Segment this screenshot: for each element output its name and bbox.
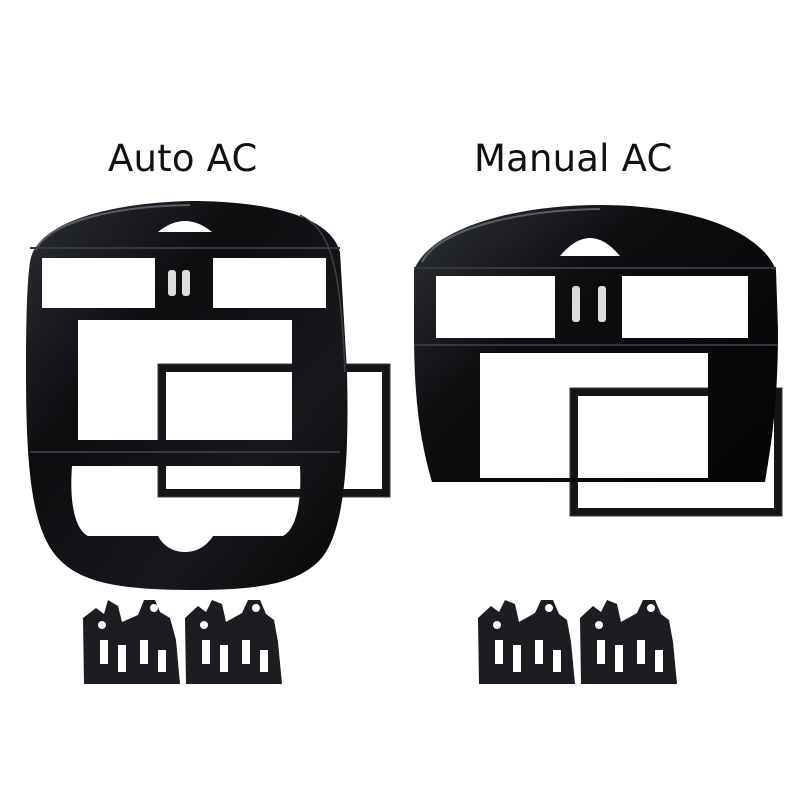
auto-ac-bracket-left [83,600,180,684]
auto-ac-set [26,201,391,684]
manual-ac-mounting-frame [569,387,783,517]
manual-ac-dash-panel [414,205,778,482]
manual-ac-label: Manual AC [474,137,673,180]
auto-ac-bracket-right [185,600,282,684]
manual-ac-bracket-right [580,600,677,684]
manual-ac-bracket-left [478,600,575,684]
auto-ac-dash-panel [26,201,348,590]
auto-ac-mounting-frame [157,363,391,498]
auto-ac-label: Auto AC [108,137,258,180]
manual-ac-set [414,205,783,684]
